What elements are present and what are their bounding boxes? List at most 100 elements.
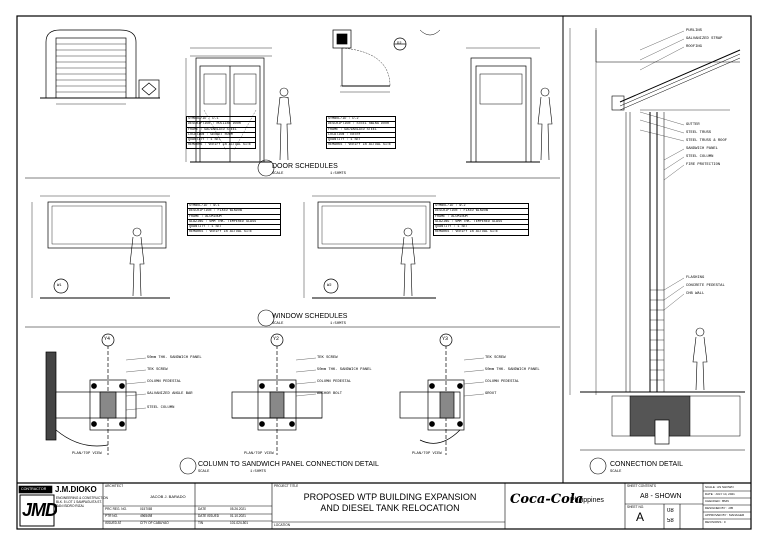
company-address-line: ENGINEERING & CONSTRUCTION: [56, 496, 108, 500]
connection-section: [569, 28, 745, 475]
schedule-row: SYMBOL/ID : W-2: [434, 204, 528, 210]
window-tag: W1: [57, 284, 62, 288]
detail-bubble-y2: Y2: [273, 336, 280, 342]
door-tag: D2: [397, 42, 402, 46]
callout: ROOFING: [686, 45, 702, 49]
scale-label: SCALE: [610, 470, 622, 474]
right-note: APPROVED BY : MANAGER: [705, 513, 745, 517]
client-logo: Coca-Cola: [510, 492, 584, 507]
callout: ANCHOR BOLT: [317, 392, 343, 396]
engineer-label: ARCHITECT: [105, 484, 124, 488]
column-detail-title: COLUMN TO SANDWICH PANEL CONNECTION DETA…: [198, 461, 379, 468]
sheet-number: 08: [667, 508, 674, 514]
callout: COLUMN PEDESTAL: [485, 380, 520, 384]
schedule-row: QUANTITY : 1 SET: [327, 138, 395, 144]
issued-value: CITY OF CABUYAO: [140, 521, 169, 525]
connection-detail-title: CONNECTION DETAIL: [610, 461, 683, 468]
plan-view-label: PLAN/TOP VIEW: [72, 452, 102, 456]
column-detail-y2: [231, 333, 323, 455]
contractor-label: CONTRACTOR: [21, 487, 47, 491]
door-d1-elevation: [40, 29, 160, 105]
schedule-row: FRAME : ALUMINUM: [188, 215, 280, 220]
sheet-no-label: SHEET NO.: [627, 505, 645, 509]
right-note: DATE : JULY 14, 2021: [705, 492, 735, 496]
callout: 50mm THK. SANDWICH PANEL: [147, 356, 202, 360]
right-note: DESIGNED BY : JJB: [705, 506, 733, 510]
window-schedule-table: SYMBOL/ID : W-2 DESCRIPTION : FIXED WIND…: [433, 203, 529, 236]
scale-figure-4: [400, 227, 416, 297]
scale-label: SCALE: [198, 470, 210, 474]
schedule-row: DESCRIPTION : FIXED WINDOW: [188, 209, 280, 215]
ptr-value: 4965498: [140, 514, 153, 518]
plan-view-label: PLAN/TOP VIEW: [244, 452, 274, 456]
reg-date-value: 05.26.2021: [230, 507, 246, 511]
client-suffix: Philippines: [570, 497, 604, 504]
schedule-row: LOCATION : GENSET ROOM: [187, 133, 255, 139]
reg-label: PRC REG. NO.: [105, 507, 127, 511]
scale-label: SCALE: [272, 322, 284, 326]
schedule-row: FRAME : ALUMINUM: [434, 215, 528, 220]
ptr-date-label: DATE ISSUED: [198, 514, 220, 518]
scale-figure-5: [692, 327, 708, 391]
right-note: SCALE : AS SHOWN: [705, 485, 734, 489]
scale-figure-1: [276, 87, 292, 161]
scale-label: SCALE: [272, 172, 284, 176]
title-block-grid: [18, 483, 751, 529]
callout: STEEL TRUSS: [686, 131, 712, 135]
schedule-row: FRAME : GALVANIZED STEEL: [327, 128, 395, 133]
tin-label: TIN: [198, 521, 204, 525]
callout: STEEL COLUMN: [147, 406, 175, 410]
project-title-label: PROJECT TITLE: [274, 484, 299, 488]
schedule-row: SYMBOL/ID : D-2: [327, 117, 395, 123]
detail-bubble-y3: Y3: [442, 336, 449, 342]
reg-value: 0157085: [140, 507, 153, 511]
callout: STEEL COLUMN: [686, 155, 714, 159]
sheet-contents-value: A8 - SHOWN: [640, 493, 682, 500]
callout: STEEL TRUSS & ROOF: [686, 139, 728, 143]
callout: TEK SCREW: [317, 356, 338, 360]
window-schedule-table: SYMBOL/ID : W-1 DESCRIPTION : FIXED WIND…: [187, 203, 281, 236]
column-detail-y4: [45, 333, 137, 455]
callout: TEK SCREW: [485, 356, 506, 360]
sheet-total: 58: [667, 518, 674, 524]
right-note: CHECKED : BMN: [705, 499, 729, 503]
window-w2-elevation: [303, 195, 436, 299]
schedule-row: DESCRIPTION : STEEL SWING DOOR: [327, 122, 395, 128]
callout: GROUT: [485, 392, 497, 396]
project-title-line2: AND DIESEL TANK RELOCATION: [320, 503, 460, 513]
engineer-name: JACOB J. BARADO: [150, 494, 186, 499]
tin-value: 101-024-501: [230, 521, 249, 525]
company-logo: JMD: [22, 500, 58, 520]
callout: FIRE PROTECTION: [686, 163, 721, 167]
scale-figure-2: [537, 87, 553, 161]
column-detail-y3: [399, 333, 465, 455]
callout: CHB WALL: [686, 292, 705, 296]
door-d2-elevation-2: [466, 47, 540, 163]
right-note: REVISIONS : 0: [705, 520, 726, 524]
callout: COLUMN PEDESTAL: [147, 380, 182, 384]
scale-ratio: 1:50MTS: [330, 322, 346, 326]
schedule-row: REMARKS : VERIFY IN ACTUAL SITE: [328, 143, 392, 148]
reg-date-label: DATE: [198, 507, 207, 511]
schedule-row: GLAZING : 6MM THK. TEMPERED GLASS: [188, 220, 280, 226]
plan-view-label: PLAN/TOP VIEW: [412, 452, 442, 456]
schedule-row: REMARKS : VERIFY IN ACTUAL SITE: [188, 143, 252, 148]
location-label: LOCATION: [274, 523, 291, 527]
door-d2-plan: [332, 29, 441, 93]
issued-label: ISSUED AT: [105, 521, 122, 525]
company-address-line: BLK. 5 LOT 1 SAMPAGUITA ST.: [56, 500, 102, 504]
schedule-row: QUANTITY : 1 SET: [434, 225, 528, 231]
window-tag: W2: [327, 284, 332, 288]
ptr-label: PTR NO.: [105, 514, 118, 518]
schedule-row: QUANTITY : 1 SET: [188, 225, 280, 231]
callout: COLUMN PEDESTAL: [317, 380, 352, 384]
door-schedule-table: SYMBOL/ID : D-2 DESCRIPTION : STEEL SWIN…: [326, 116, 396, 149]
callout: 50mm THK. SANDWICH PANEL: [317, 368, 372, 372]
callout: PURLINS: [686, 29, 702, 33]
scale-figure-3: [129, 227, 145, 297]
window-schedules-title: WINDOW SCHEDULES: [272, 313, 348, 320]
schedule-row: DESCRIPTION : ROLLING DOOR: [187, 122, 255, 128]
schedule-row: DESCRIPTION : FIXED WINDOW: [434, 209, 528, 215]
